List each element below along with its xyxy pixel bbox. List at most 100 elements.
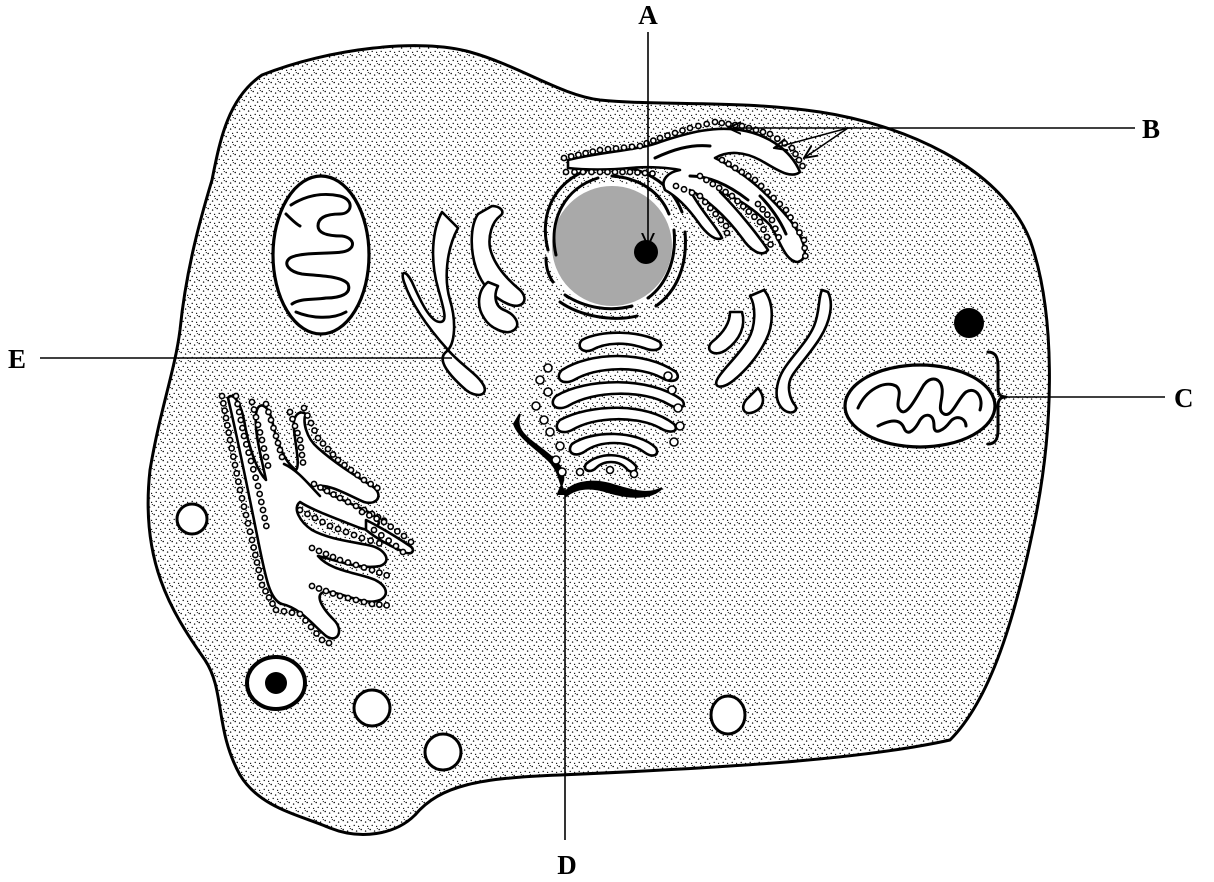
ribosome xyxy=(777,201,782,206)
ribosome xyxy=(231,454,236,459)
ribosome xyxy=(803,253,808,258)
ribosome xyxy=(755,201,760,206)
ribosome xyxy=(237,487,242,492)
ribosome xyxy=(577,469,584,476)
ribosome xyxy=(773,226,778,231)
ribosome xyxy=(232,462,237,467)
ribosome xyxy=(733,165,738,170)
ribosome xyxy=(289,610,294,615)
ribosome xyxy=(238,417,243,422)
ribosome xyxy=(305,511,310,516)
ribosome xyxy=(335,457,340,462)
ribosome xyxy=(359,509,364,514)
ribosome xyxy=(536,376,544,384)
ribosome xyxy=(312,428,317,433)
ribosome xyxy=(301,405,306,410)
ribosome xyxy=(260,507,265,512)
ribosome xyxy=(629,144,634,149)
ribosome xyxy=(793,151,798,156)
ribosome xyxy=(697,193,702,198)
ribosome xyxy=(572,169,577,174)
ribosome xyxy=(361,565,366,570)
ribosome xyxy=(544,388,552,396)
ribosome xyxy=(729,193,734,198)
ribosome xyxy=(256,567,261,572)
ribosome xyxy=(281,609,286,614)
ribosome xyxy=(703,199,708,204)
ribosome xyxy=(735,199,740,204)
ribosome xyxy=(757,219,762,224)
ribosome xyxy=(249,399,254,404)
ribosome xyxy=(597,147,602,152)
ribosome xyxy=(259,582,264,587)
ribosome xyxy=(257,491,262,496)
ribosome xyxy=(771,195,776,200)
mitochondrion-left xyxy=(273,176,369,334)
ribosome xyxy=(544,364,552,372)
dense-vesicle xyxy=(247,657,305,709)
ribosome xyxy=(733,122,738,127)
ribosome xyxy=(796,157,801,162)
ribosome xyxy=(297,507,302,512)
ribosome xyxy=(561,155,566,160)
ribosome xyxy=(375,485,380,490)
ribosome xyxy=(330,452,335,457)
ribosome xyxy=(268,417,273,422)
ribosome xyxy=(631,471,638,478)
ribosome xyxy=(368,481,373,486)
ribosome xyxy=(642,170,647,175)
ribosome xyxy=(612,169,617,174)
ribosome xyxy=(303,618,308,623)
ribosome xyxy=(248,458,253,463)
ribosome xyxy=(760,129,765,134)
ribosome xyxy=(381,519,386,524)
ribosome xyxy=(621,145,626,150)
ribosome xyxy=(605,169,610,174)
ribosome xyxy=(330,554,335,559)
ribosome xyxy=(221,401,226,406)
ribosome xyxy=(801,237,806,242)
label-e: E xyxy=(8,344,26,374)
label-a: A xyxy=(638,0,658,30)
ribosome xyxy=(299,452,304,457)
ribosome xyxy=(327,523,332,528)
ribosome xyxy=(337,557,342,562)
ribosome xyxy=(369,601,374,606)
ribosome xyxy=(249,537,254,542)
ribosome xyxy=(680,128,685,133)
ribosome xyxy=(323,551,328,556)
ribosome xyxy=(309,583,314,588)
ribosome xyxy=(253,475,258,480)
ribosome xyxy=(241,433,246,438)
ribosome xyxy=(739,169,744,174)
ribosome xyxy=(783,207,788,212)
ribosome xyxy=(298,445,303,450)
ribosome xyxy=(713,211,718,216)
ribosome xyxy=(395,529,400,534)
ribosome xyxy=(290,416,295,421)
vesicle xyxy=(354,690,390,726)
ribosome xyxy=(345,560,350,565)
ribosome xyxy=(752,214,757,219)
ribosome xyxy=(800,163,805,168)
ribosome xyxy=(377,570,382,575)
ribosome xyxy=(312,515,317,520)
vesicle xyxy=(177,504,207,534)
ribosome xyxy=(292,423,297,428)
ribosome xyxy=(253,415,258,420)
ribosome xyxy=(300,460,305,465)
ribosome xyxy=(240,425,245,430)
ribosome xyxy=(255,483,260,488)
ribosome xyxy=(271,425,276,430)
ribosome xyxy=(760,207,765,212)
ribosome xyxy=(797,230,802,235)
ribosome xyxy=(236,479,241,484)
ribosome xyxy=(266,409,271,414)
ribosome xyxy=(761,227,766,232)
ribosome xyxy=(326,640,331,645)
ribosome xyxy=(556,442,564,450)
ribosome xyxy=(627,169,632,174)
ribosome xyxy=(351,532,356,537)
ribosome xyxy=(308,420,313,425)
ribosome xyxy=(374,516,379,521)
